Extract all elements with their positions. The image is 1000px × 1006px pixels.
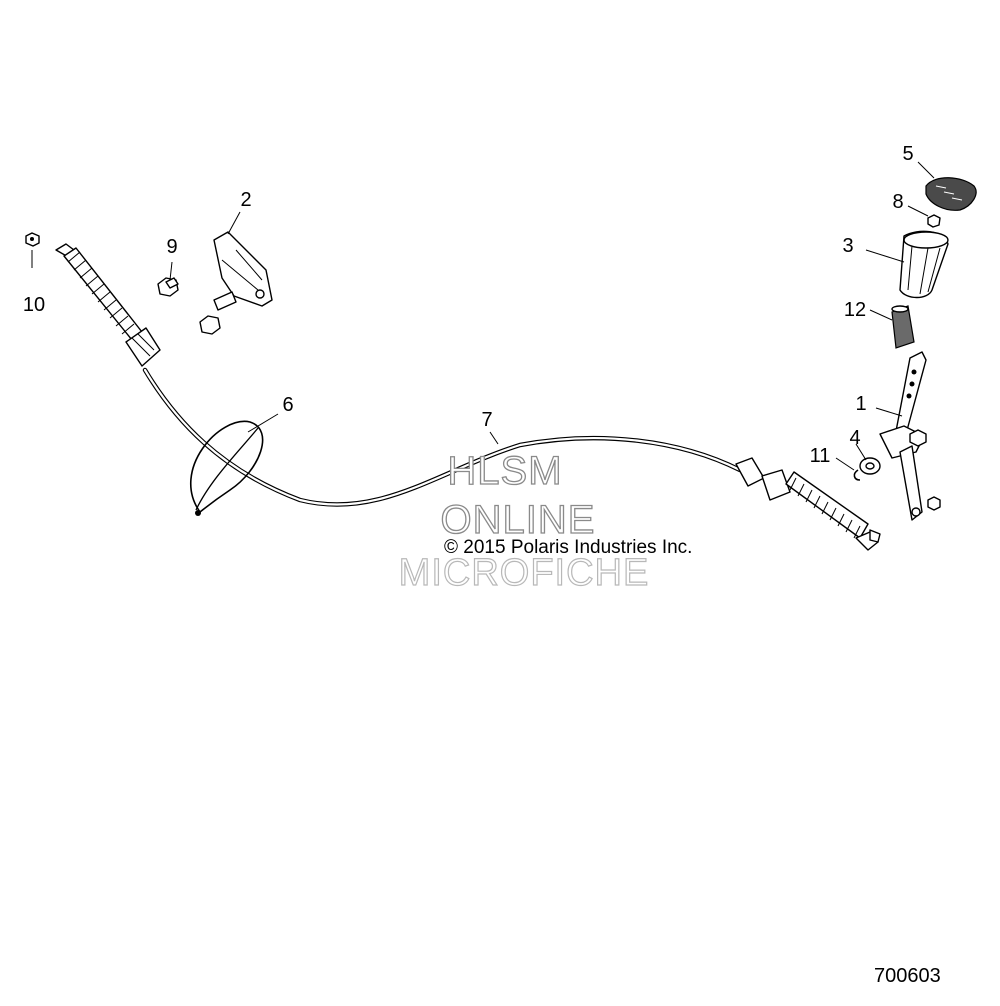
copyright-text: © 2015 Polaris Industries Inc. — [444, 537, 692, 558]
label-11: 11 — [810, 445, 831, 467]
clip-11 — [853, 469, 861, 481]
part-labels: 1 2 3 4 5 6 7 8 9 10 11 12 — [23, 143, 914, 467]
watermark-line1: HLSM — [447, 449, 562, 493]
cable-strap-loop — [189, 420, 264, 516]
label-2: 2 — [240, 189, 251, 211]
label-1: 1 — [855, 393, 866, 415]
shift-knob — [925, 177, 977, 211]
label-10: 10 — [23, 294, 45, 316]
shifter-boot — [899, 230, 949, 299]
nut-10 — [25, 232, 40, 247]
watermark: HLSM ONLINE MICROFICHE — [398, 448, 650, 594]
label-8: 8 — [892, 191, 903, 213]
watermark-line3: MICROFICHE — [399, 552, 650, 594]
label-12: 12 — [844, 299, 866, 321]
label-4: 4 — [849, 427, 860, 449]
washer-4 — [859, 457, 881, 475]
label-6: 6 — [282, 394, 293, 416]
right-bellows — [785, 471, 869, 539]
figure-number: 700603 — [874, 965, 941, 987]
shift-cable — [55, 243, 881, 551]
label-7: 7 — [481, 409, 492, 431]
lever-nut — [927, 496, 941, 511]
watermark-line2: ONLINE — [441, 498, 596, 542]
bolt-lower — [199, 315, 221, 335]
label-9: 9 — [166, 236, 177, 258]
left-bellows — [63, 247, 143, 341]
label-5: 5 — [902, 143, 913, 165]
label-3: 3 — [842, 235, 853, 257]
bolt-9 — [157, 277, 179, 297]
shifter-sleeve — [891, 305, 915, 349]
screw-8 — [927, 214, 941, 228]
cable-bracket — [213, 231, 273, 311]
shift-lever — [879, 351, 927, 521]
leader-lines — [31, 161, 935, 471]
